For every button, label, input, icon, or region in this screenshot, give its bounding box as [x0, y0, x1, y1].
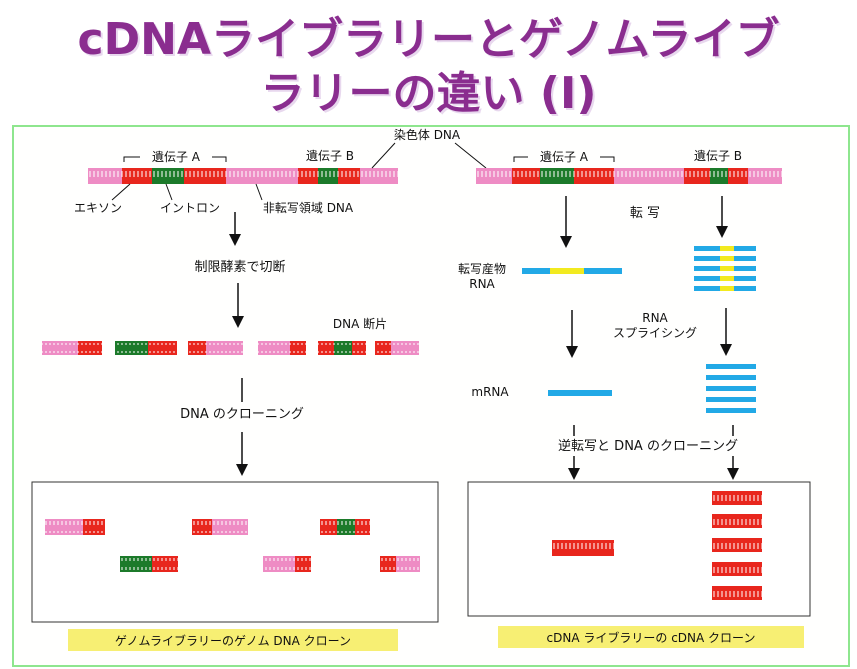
title-line-2: ラリーの違い (I) — [260, 68, 597, 119]
mrna-strands-b — [706, 364, 756, 413]
gene-a-bracket-left — [123, 156, 227, 162]
genomic-clone — [380, 556, 420, 572]
genomic-clone — [320, 519, 370, 535]
genomic-clone — [192, 519, 248, 535]
genomic-clones — [45, 519, 420, 572]
gene-b-label-left: 遺伝子 B — [306, 148, 354, 163]
primary-transcripts-b — [694, 246, 756, 291]
rna-splicing-label-2: スプライシング — [613, 326, 697, 340]
genomic-clone — [263, 556, 311, 572]
mrna-label: mRNA — [471, 385, 509, 399]
dna-fragment — [375, 341, 419, 355]
dna-fragment — [115, 341, 177, 355]
noncoding-pointer — [255, 183, 263, 201]
genomic-caption: ゲノムライブラリーのゲノム DNA クローン — [115, 633, 351, 648]
title-line-1: cDNAライブラリーとゲノムライブ — [77, 14, 780, 65]
gene-b-label-right: 遺伝子 B — [694, 148, 742, 163]
genomic-clone — [120, 556, 178, 572]
dna-fragment — [258, 341, 306, 355]
transcript-rna-label-2: RNA — [469, 277, 495, 291]
gene-a-label-right: 遺伝子 A — [540, 149, 589, 164]
gene-a-label-left: 遺伝子 A — [152, 149, 201, 164]
exon-pointer — [111, 183, 131, 201]
cdna-clones — [552, 491, 762, 600]
intron-pointer — [165, 183, 173, 201]
cdna-clone — [712, 491, 762, 505]
primary-transcript — [522, 268, 622, 274]
mrna-strand — [548, 390, 612, 396]
genomic-caption-bg — [68, 629, 398, 651]
transcript-rna-label-1: 転写産物 — [458, 261, 506, 276]
genomic-chromosome — [88, 168, 398, 184]
cdna-chromosome — [476, 168, 782, 184]
dna-fragment-label: DNA 断片 — [333, 316, 387, 331]
cdna-clone — [712, 562, 762, 576]
cdna-caption: cDNA ライブラリーの cDNA クローン — [547, 630, 756, 645]
dna-fragment — [318, 341, 366, 355]
cdna-caption-bg — [498, 626, 804, 648]
cdna-clone — [712, 514, 762, 528]
chromosome-pointer-left — [371, 142, 396, 169]
noncoding-dna-label: 非転写領域 DNA — [263, 200, 354, 215]
reverse-transcription-label: 逆転写と DNA のクローニング — [558, 438, 738, 454]
chromosome-dna-label: 染色体 DNA — [394, 127, 461, 142]
rna-splicing-label-1: RNA — [642, 311, 668, 325]
genomic-library-box — [31, 481, 439, 623]
transcription-label: 転 写 — [630, 206, 660, 221]
cdna-clone — [712, 586, 762, 600]
intron-label: イントロン — [160, 201, 220, 215]
cdna-clone — [712, 538, 762, 552]
restriction-label: 制限酵素で切断 — [194, 260, 285, 275]
dna-fragment — [42, 341, 102, 355]
dna-cloning-label: DNA のクローニング — [180, 407, 304, 422]
dna-fragment — [188, 341, 243, 355]
chromosome-pointer-right — [454, 142, 487, 169]
dna-fragments — [42, 341, 419, 355]
gene-a-bracket-right — [513, 156, 615, 162]
cdna-clone — [552, 540, 614, 556]
genomic-clone — [45, 519, 105, 535]
exon-label: エキソン — [74, 201, 122, 215]
